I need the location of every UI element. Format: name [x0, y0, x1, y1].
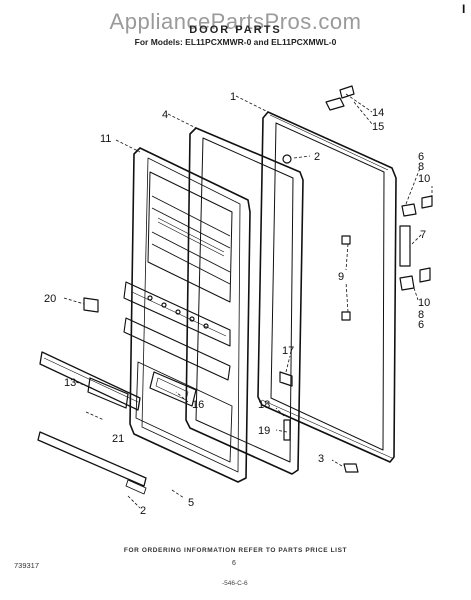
callouts: 1 2 2 3 4 5 6 6 7 8 8 9 10 10 11 13 14 1… [44, 91, 430, 517]
callout-2-top: 2 [314, 151, 320, 163]
door-stop-upper [341, 235, 351, 245]
watermark: AppliancePartsPros.com [109, 9, 362, 34]
callout-16: 16 [192, 399, 204, 411]
page-number: 6 [232, 560, 236, 567]
page-title: DOOR PARTS [189, 24, 282, 36]
callout-19: 19 [258, 425, 270, 437]
hinge-screw [283, 419, 291, 441]
door-shelf-bar [39, 351, 141, 411]
ordering-note: FOR ORDERING INFORMATION REFER TO PARTS … [123, 547, 348, 554]
callout-1: 1 [230, 91, 236, 103]
models-subtitle: For Models: EL11PCXMWR-0 and EL11PCXMWL-… [134, 37, 337, 47]
callout-3: 3 [318, 453, 324, 465]
handle-bar [399, 225, 411, 267]
callout-17: 17 [282, 345, 294, 357]
leader-lines [63, 93, 433, 509]
callout-4: 4 [162, 109, 168, 121]
hinge-plug-lower [399, 267, 431, 291]
door-gasket [185, 127, 304, 475]
callout-10-upper: 10 [418, 173, 430, 185]
callout-9: 9 [338, 271, 344, 283]
callout-6-upper: 6 [418, 151, 424, 163]
corner-mark: I [462, 2, 466, 16]
door-foot [343, 463, 359, 473]
hinge-pin-cover [339, 85, 355, 99]
callout-2-bottom: 2 [140, 505, 146, 517]
door-liner [123, 147, 251, 483]
callout-8-lower: 8 [418, 309, 424, 321]
callout-8-upper: 8 [418, 161, 424, 173]
bottom-trim [37, 431, 147, 495]
callout-11: 11 [100, 133, 111, 145]
hinge-cap [325, 97, 345, 111]
door-stop-lower [341, 311, 351, 321]
callout-5: 5 [188, 497, 194, 509]
callout-7: 7 [420, 229, 426, 241]
shelf-retainer [149, 371, 197, 407]
callout-20: 20 [44, 293, 56, 305]
bottom-code: -546-C-6 [222, 580, 248, 587]
door-gasket-frame [257, 111, 397, 463]
hinge-plug-upper [401, 195, 433, 217]
callout-10-lower: 10 [418, 297, 430, 309]
callout-13: 13 [64, 377, 76, 389]
callout-14: 14 [372, 107, 384, 119]
callout-15: 15 [372, 121, 384, 133]
label-part [83, 297, 99, 313]
door-handle [87, 377, 129, 409]
callout-18: 18 [258, 399, 270, 411]
callout-21: 21 [112, 433, 124, 445]
screw-part [282, 154, 292, 164]
drawing-code: 739317 [14, 561, 40, 570]
callout-6-lower: 6 [418, 319, 424, 331]
hinge-bracket [279, 371, 293, 387]
